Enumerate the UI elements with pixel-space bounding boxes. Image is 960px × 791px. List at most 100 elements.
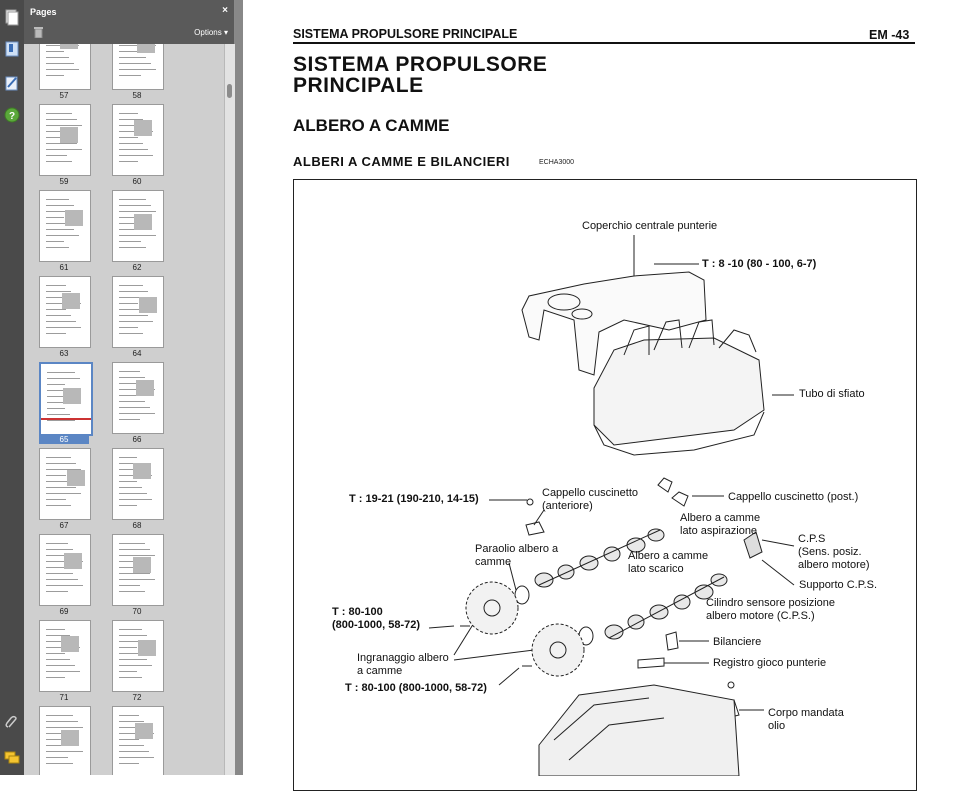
- page-thumbnail-label[interactable]: 67: [59, 521, 69, 530]
- thumbnail-text-line: [119, 205, 151, 206]
- page-reference: EM -43: [869, 28, 910, 42]
- page-thumbnail[interactable]: [112, 706, 164, 775]
- page-thumbnail[interactable]: [39, 706, 91, 775]
- page-thumbnail-label[interactable]: 58: [132, 91, 142, 100]
- thumbnail-text-line: [46, 677, 65, 678]
- thumbnail-text-line: [119, 57, 146, 58]
- page-thumbnail-label[interactable]: 69: [59, 607, 69, 616]
- thumbnail-text-line: [46, 493, 81, 494]
- thumbnail-text-line: [119, 383, 150, 384]
- thumbnail-text-line: [119, 333, 143, 334]
- thumbnail-text-line: [46, 635, 70, 636]
- attachment-icon[interactable]: [3, 714, 21, 732]
- page-thumbnail-label[interactable]: 59: [59, 177, 69, 186]
- thumbnail-figure: [63, 388, 81, 404]
- page-thumbnail[interactable]: [112, 362, 164, 434]
- thumbnail-text-line: [46, 591, 68, 592]
- page-thumbnail[interactable]: [39, 104, 91, 176]
- thumbnail-text-line: [46, 321, 76, 322]
- thumbnail-text-line: [46, 567, 68, 568]
- thumbnail-text-line: [46, 155, 67, 156]
- thumbnail-scrollbar[interactable]: [224, 44, 235, 775]
- thumbnail-text-line: [46, 69, 79, 70]
- thumbnail-text-line: [46, 241, 64, 242]
- thumbnail-text-line: [119, 629, 142, 630]
- page-thumbnail[interactable]: [39, 276, 91, 348]
- page-thumbnail-label[interactable]: 65: [39, 435, 89, 444]
- page-thumbnail-label[interactable]: 66: [132, 435, 142, 444]
- trash-icon[interactable]: [34, 27, 43, 38]
- label-cam-exhaust: Albero a camme lato scarico: [628, 550, 709, 575]
- page-thumbnail-label[interactable]: 61: [59, 263, 69, 272]
- page-thumbnail-label[interactable]: 64: [132, 349, 142, 358]
- thumbnail-text-line: [47, 414, 70, 415]
- page-thumbnail-label[interactable]: 68: [132, 521, 142, 530]
- thumbnail-text-line: [46, 217, 64, 218]
- thumbnail-text-line: [46, 315, 71, 316]
- thumbnail-text-line: [119, 419, 140, 420]
- bookmarks-icon[interactable]: [3, 40, 21, 58]
- label-oil-seal: Paraolio albero a camme: [475, 543, 559, 568]
- label-cps-cylinder: Cilindro sensore posizione albero motore…: [706, 597, 836, 622]
- chevron-down-icon: ▾: [223, 28, 228, 37]
- thumbnail-text-line: [119, 125, 148, 126]
- comments-icon[interactable]: [3, 748, 21, 766]
- thumbnail-figure: [62, 293, 80, 309]
- page-thumbnail[interactable]: [112, 448, 164, 520]
- thumbnail-figure: [61, 730, 79, 746]
- running-header: SISTEMA PROPULSORE PRINCIPALE: [293, 27, 518, 41]
- signatures-icon[interactable]: [3, 74, 21, 92]
- page-thumbnail[interactable]: [39, 448, 91, 520]
- page-thumbnail-label[interactable]: 70: [132, 607, 142, 616]
- options-button[interactable]: Options ▾: [194, 28, 228, 37]
- thumbnail-text-line: [46, 475, 66, 476]
- page-thumbnail-label[interactable]: 71: [59, 693, 69, 702]
- thumbnail-text-line: [46, 543, 68, 544]
- label-cap-rear: Cappello cuscinetto (post.): [728, 491, 859, 503]
- thumbnail-text-line: [46, 579, 78, 580]
- thumbnail-text-line: [46, 297, 76, 298]
- page-thumbnail-label[interactable]: 62: [132, 263, 142, 272]
- scrollbar-thumb[interactable]: [227, 84, 232, 98]
- pages-icon[interactable]: [3, 8, 21, 26]
- thumbnail-text-line: [46, 75, 64, 76]
- thumbnail-text-line: [46, 125, 82, 126]
- page-thumbnail-label[interactable]: 72: [132, 693, 142, 702]
- options-label: Options: [194, 28, 222, 37]
- page-thumbnail[interactable]: [112, 620, 164, 692]
- label-gear: Ingranaggio albero a camme: [357, 652, 449, 677]
- thumbnail-text-line: [119, 745, 144, 746]
- thumbnail-text-line: [119, 321, 153, 322]
- panel-divider[interactable]: [235, 0, 243, 775]
- page-thumbnail[interactable]: [39, 620, 91, 692]
- thumbnail-figure: [134, 214, 152, 230]
- thumbnail-text-line: [46, 205, 74, 206]
- page-thumbnail[interactable]: [112, 190, 164, 262]
- page-thumbnail-label[interactable]: 63: [59, 349, 69, 358]
- page-thumbnail[interactable]: [39, 362, 93, 436]
- page-thumbnail-label[interactable]: 60: [132, 177, 142, 186]
- thumbnail-text-line: [119, 549, 150, 550]
- page-thumbnail-label[interactable]: 57: [59, 91, 69, 100]
- page-thumbnail[interactable]: [39, 534, 91, 606]
- page-thumbnail[interactable]: [39, 44, 91, 90]
- thumbnail-text-line: [47, 378, 80, 379]
- thumbnail-text-line: [46, 51, 64, 52]
- help-icon[interactable]: ?: [3, 106, 21, 124]
- label-cap-front: Cappello cuscinetto (anteriore): [542, 487, 639, 512]
- thumbnail-text-line: [119, 407, 150, 408]
- thumbnail-text-line: [46, 63, 74, 64]
- thumbnail-text-line: [119, 671, 137, 672]
- page-thumbnail[interactable]: [112, 44, 164, 90]
- thumbnail-figure: [136, 380, 154, 396]
- close-panel-button[interactable]: ×: [222, 5, 228, 16]
- page-thumbnail[interactable]: [112, 276, 164, 348]
- page-thumbnail[interactable]: [112, 104, 164, 176]
- current-page-marker: [41, 418, 91, 420]
- page-thumbnail[interactable]: [39, 190, 91, 262]
- thumbnail-figure: [134, 120, 152, 136]
- thumbnail-text-line: [119, 247, 146, 248]
- thumbnail-text-line: [119, 63, 151, 64]
- label-torque-gear2: T : 80-100 (800-1000, 58-72): [345, 682, 487, 694]
- page-thumbnail[interactable]: [112, 534, 164, 606]
